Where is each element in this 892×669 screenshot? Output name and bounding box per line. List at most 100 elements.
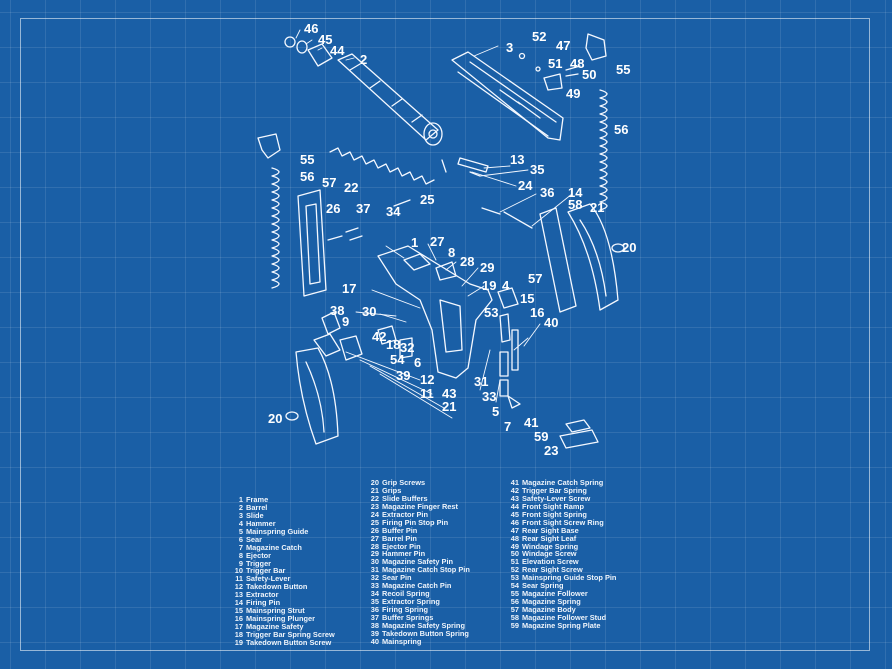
legend-part-number: 20	[370, 478, 379, 487]
trigger-parts	[313, 311, 413, 361]
callout-label: 20	[622, 240, 637, 255]
legend-part-number: 9	[238, 558, 243, 568]
grip-left	[295, 347, 339, 445]
legend-part-name: Grips	[382, 485, 402, 495]
legend-part-number: 31	[370, 565, 379, 575]
barrel-part	[337, 53, 443, 146]
legend-part-number: 33	[370, 581, 379, 591]
callout-label: 8	[448, 245, 456, 260]
legend-part-name: Magazine Safety Spring	[382, 620, 465, 630]
callout-label: 7	[504, 419, 512, 434]
legend-part-name: Rear Sight Base	[522, 525, 579, 535]
callout-label: 19	[482, 278, 497, 293]
callout-label: 33	[482, 389, 497, 404]
leader-lines	[295, 29, 573, 419]
legend-part-name: Slide Buffers	[382, 493, 428, 503]
legend-part-number: 1	[238, 495, 243, 504]
callout-label: 30	[362, 304, 377, 319]
legend-part-number: 12	[234, 582, 243, 592]
legend-part-number: 17	[234, 622, 243, 631]
callout-label: 56	[300, 169, 315, 184]
callout-label: 21	[590, 200, 605, 215]
callout-label: 57	[322, 175, 337, 190]
legend-part-name: Front Sight Screw Ring	[522, 517, 604, 527]
legend-part-number: 22	[370, 493, 379, 503]
callout-label: 37	[356, 201, 371, 216]
legend-part-number: 26	[370, 525, 379, 535]
callout-label: 44	[330, 43, 345, 58]
grip-screw-right	[611, 243, 625, 253]
callout-label: 41	[524, 415, 539, 430]
legend-part-name: Trigger Bar Spring Screw	[246, 629, 335, 639]
callout-label: 35	[530, 162, 545, 177]
magazine-follower-left	[257, 133, 281, 159]
callout-label: 53	[484, 305, 499, 320]
callout-label: 31	[474, 374, 489, 389]
legend-part-name: Mainspring Guide Stop Pin	[522, 573, 617, 583]
legend-part-number: 27	[370, 533, 379, 543]
callout-label: 2	[360, 52, 368, 67]
callout-label: 50	[582, 67, 597, 82]
legend-part-number: 47	[510, 525, 519, 535]
legend-part-number: 58	[510, 612, 519, 622]
callout-label: 46	[304, 21, 319, 36]
legend-part-name: Sear	[246, 534, 263, 544]
callout-label: 12	[420, 372, 435, 387]
legend-part-number: 49	[510, 541, 519, 551]
callout-label: 34	[386, 204, 401, 219]
callout-label: 5	[492, 404, 500, 419]
legend-part-number: 28	[370, 541, 379, 551]
callout-label: 45	[318, 32, 333, 47]
callout-label: 58	[568, 197, 583, 212]
legend-part-name: Barrel Pin	[382, 533, 417, 543]
legend-part-name: Mainspring Plunger	[246, 614, 315, 624]
callout-label: 32	[400, 340, 415, 355]
legend-part-name: Safety-Lever Screw	[522, 493, 591, 503]
legend-part-number: 34	[370, 589, 379, 599]
callout-label: 43	[442, 386, 457, 401]
callout-label: 28	[460, 254, 475, 269]
legend-part-number: 19	[234, 637, 243, 647]
legend-part-number: 42	[510, 485, 519, 495]
legend-part-name: Magazine Follower	[522, 589, 588, 599]
legend-part-name: Firing Pin Stop Pin	[382, 517, 449, 527]
callout-label: 55	[616, 62, 631, 77]
legend-part-number: 53	[510, 573, 519, 583]
legend-part-name: Magazine Finger Rest	[382, 501, 458, 511]
legend-part-number: 39	[370, 628, 379, 638]
legend-part-name: Trigger	[246, 558, 272, 568]
legend-part-name: Front Sight Ramp	[522, 501, 584, 511]
legend-part-name: Front Sight Spring	[522, 509, 587, 519]
legend-part-name: Extractor	[246, 590, 279, 600]
legend-part-name: Recoil Spring	[382, 589, 430, 599]
magazine-plate-parts	[559, 419, 599, 449]
